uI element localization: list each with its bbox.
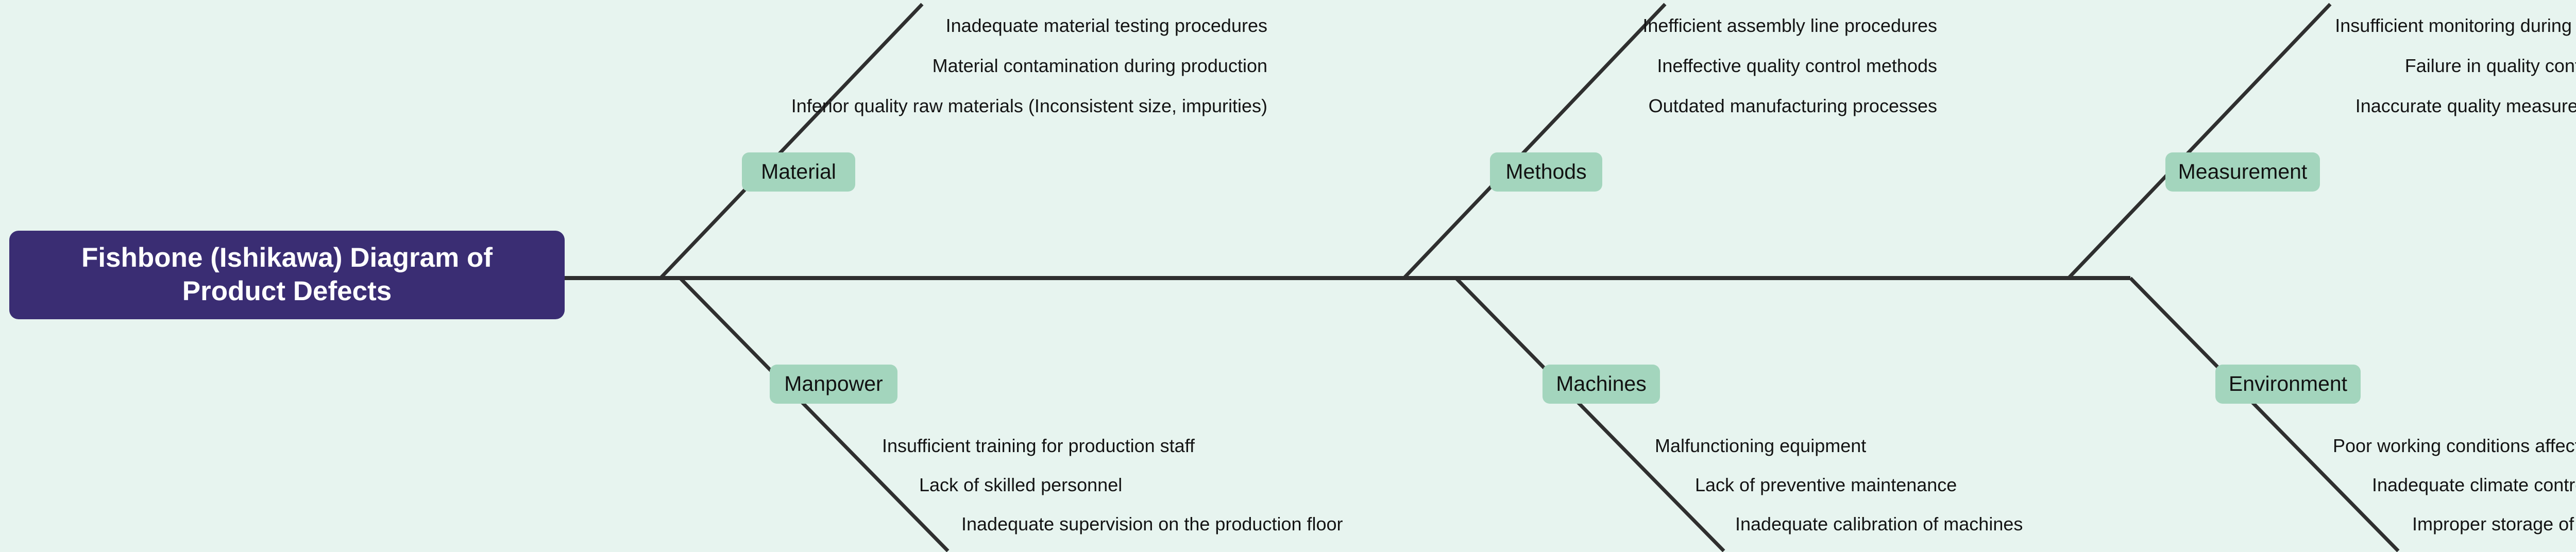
cause-label: Material contamination during production <box>932 55 1267 76</box>
category-label: Environment <box>2228 372 2348 396</box>
cause-label: Inaccurate quality measurement tools <box>2355 95 2576 116</box>
category-label: Manpower <box>784 372 883 396</box>
category-box-material[interactable]: Material <box>742 152 855 192</box>
cause-label: Poor working conditions affecting produc… <box>2333 435 2576 456</box>
category-box-environment[interactable]: Environment <box>2215 365 2361 404</box>
bone-measurement <box>2067 3 2332 280</box>
cause-label: Insufficient monitoring during productio… <box>2335 15 2576 36</box>
cause-label: Improper storage of finished goods <box>2412 513 2576 534</box>
category-box-manpower[interactable]: Manpower <box>770 365 897 404</box>
cause-label: Failure in quality control checks <box>2404 55 2576 76</box>
category-label: Material <box>761 160 836 184</box>
cause-label: Ineffective quality control methods <box>1657 55 1937 76</box>
cause-label: Lack of skilled personnel <box>919 474 1123 495</box>
cause-label: Inadequate supervision on the production… <box>961 513 1343 534</box>
cause-label: Inadequate material testing procedures <box>945 15 1267 36</box>
category-box-machines[interactable]: Machines <box>1543 365 1660 404</box>
bone-methods <box>1402 3 1667 280</box>
cause-label: Malfunctioning equipment <box>1655 435 1867 456</box>
category-box-methods[interactable]: Methods <box>1490 152 1602 192</box>
cause-label: Inefficient assembly line procedures <box>1642 15 1937 36</box>
category-box-measurement[interactable]: Measurement <box>2165 152 2320 192</box>
cause-label: Inadequate calibration of machines <box>1735 513 2023 534</box>
page-title: Fishbone (Ishikawa) Diagram of Product D… <box>9 231 565 319</box>
cause-label: Inferior quality raw materials (Inconsis… <box>791 95 1267 116</box>
cause-label: Outdated manufacturing processes <box>1648 95 1937 116</box>
bone-manpower <box>679 277 950 552</box>
bone-environment <box>2129 277 2400 552</box>
category-label: Measurement <box>2178 160 2308 184</box>
category-label: Machines <box>1556 372 1647 396</box>
bone-machines <box>1454 277 1725 552</box>
bone-material <box>659 3 924 280</box>
cause-label: Insufficient training for production sta… <box>882 435 1195 456</box>
cause-label: Inadequate climate control in the produc… <box>2372 474 2576 495</box>
category-label: Methods <box>1505 160 1587 184</box>
cause-label: Lack of preventive maintenance <box>1695 474 1957 495</box>
